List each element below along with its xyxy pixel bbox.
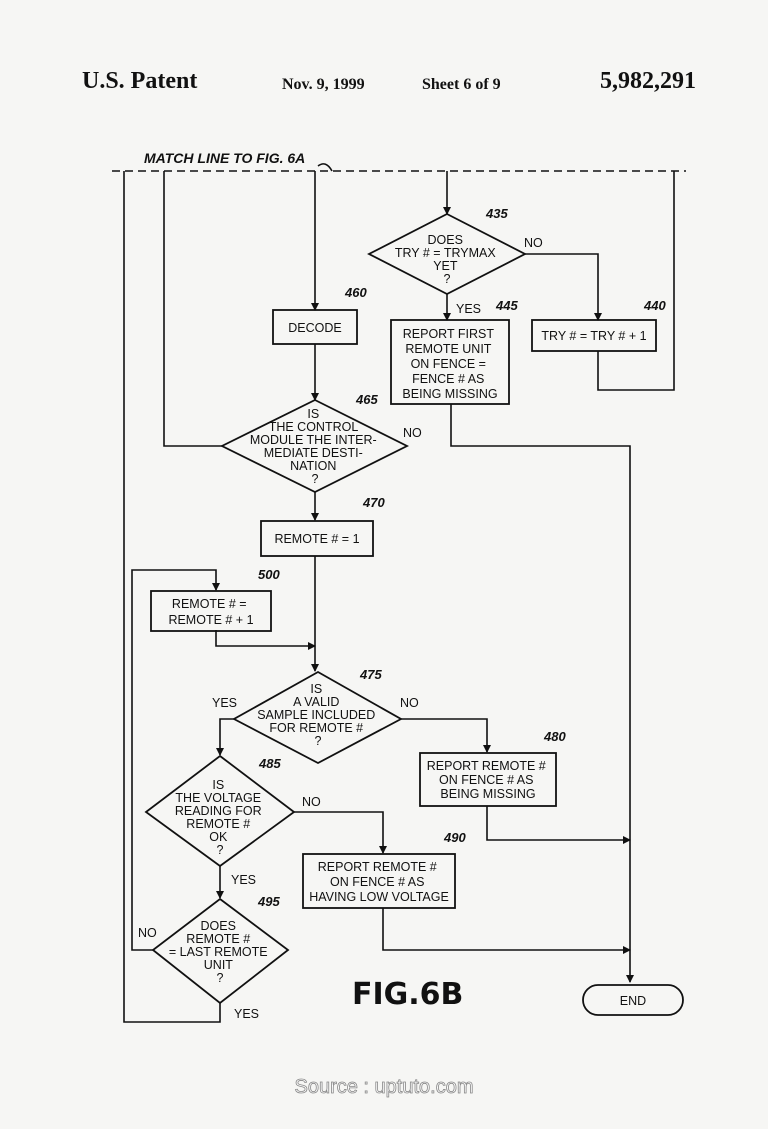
svg-text:REMOTE # = 1: REMOTE # = 1 <box>274 532 359 546</box>
decision-495-text: DOES REMOTE # = LAST REMOTE UNIT ? <box>169 919 271 985</box>
svg-text:DECODE: DECODE <box>288 321 341 335</box>
edge-495-yes: YES <box>234 1007 259 1021</box>
decision-485: IS THE VOLTAGE READING FOR REMOTE # OK ?… <box>144 754 296 868</box>
ref-435: 435 <box>485 206 508 221</box>
connectors <box>123 171 675 1023</box>
ref-440: 440 <box>643 298 666 313</box>
patent-label: U.S. Patent <box>82 68 198 94</box>
patent-number: 5,982,291 <box>600 68 696 94</box>
edge-475-yes: YES <box>212 696 237 710</box>
terminator-end: END <box>582 984 684 1016</box>
ref-445: 445 <box>495 298 518 313</box>
svg-text:REPORT REMOTE # ON FENCE: REPORT REMOTE # ON FENCE # AS BEING MISS… <box>427 759 550 801</box>
process-445: REPORT FIRST REMOTE UNIT ON FENCE = FENC… <box>390 298 518 405</box>
process-480: REPORT REMOTE # ON FENCE # AS BEING MISS… <box>419 729 566 807</box>
decision-465-text: IS THE CONTROL MODULE THE INTER- MEDIATE… <box>250 407 380 486</box>
svg-text:REPORT REMOTE # ON FENCE: REPORT REMOTE # ON FENCE # AS HAVING LOW… <box>309 860 449 904</box>
ref-495: 495 <box>257 894 280 909</box>
decision-475-text: IS A VALID SAMPLE INCLUDED FOR REMOTE # … <box>257 682 379 748</box>
edge-465-no: NO <box>403 426 422 440</box>
ref-475: 475 <box>359 667 382 682</box>
ref-460: 460 <box>344 285 367 300</box>
decision-485-text: IS THE VOLTAGE READING FOR REMOTE # OK ? <box>175 778 265 857</box>
sheet-number: Sheet 6 of 9 <box>422 76 501 93</box>
ref-465: 465 <box>355 392 378 407</box>
source-watermark: Source : uptuto.com <box>295 1076 474 1098</box>
process-440: TRY # = TRY # + 1 440 <box>531 298 666 352</box>
edge-435-no: NO <box>524 236 543 250</box>
decision-475: IS A VALID SAMPLE INCLUDED FOR REMOTE # … <box>232 667 403 765</box>
edge-485-yes: YES <box>231 873 256 887</box>
decision-435-text: DOES TRY # = TRYMAX YET ? <box>395 233 499 286</box>
edge-485-no: NO <box>302 795 321 809</box>
process-460-decode: DECODE 460 <box>272 285 367 345</box>
process-470: REMOTE # = 1 470 <box>260 495 385 557</box>
decision-435: DOES TRY # = TRYMAX YET ? 435 <box>367 206 527 296</box>
match-line-label: MATCH LINE TO FIG. 6A <box>144 150 305 166</box>
ref-500: 500 <box>258 567 280 582</box>
match-line-leader <box>317 163 333 172</box>
svg-text:TRY # = TRY # + 1: TRY # = TRY # + 1 <box>541 329 646 343</box>
svg-text:REMOTE # = REMOTE # + 1: REMOTE # = REMOTE # + 1 <box>168 597 253 627</box>
edge-435-yes: YES <box>456 302 481 316</box>
svg-text:REPORT FIRST REMOTE UNIT: REPORT FIRST REMOTE UNIT ON FENCE = FENC… <box>402 327 497 401</box>
decision-495: DOES REMOTE # = LAST REMOTE UNIT ? 495 <box>151 894 290 1005</box>
edge-475-no: NO <box>400 696 419 710</box>
process-500: REMOTE # = REMOTE # + 1 500 <box>150 567 280 632</box>
ref-485: 485 <box>258 756 281 771</box>
ref-480: 480 <box>543 729 566 744</box>
figure-label: FIG.6B <box>352 977 463 1012</box>
edge-495-no: NO <box>138 926 157 940</box>
ref-470: 470 <box>362 495 385 510</box>
process-490: REPORT REMOTE # ON FENCE # AS HAVING LOW… <box>302 830 466 909</box>
svg-text:END: END <box>620 994 646 1008</box>
decision-465: IS THE CONTROL MODULE THE INTER- MEDIATE… <box>219 392 410 494</box>
ref-490: 490 <box>443 830 466 845</box>
patent-date: Nov. 9, 1999 <box>282 76 365 93</box>
